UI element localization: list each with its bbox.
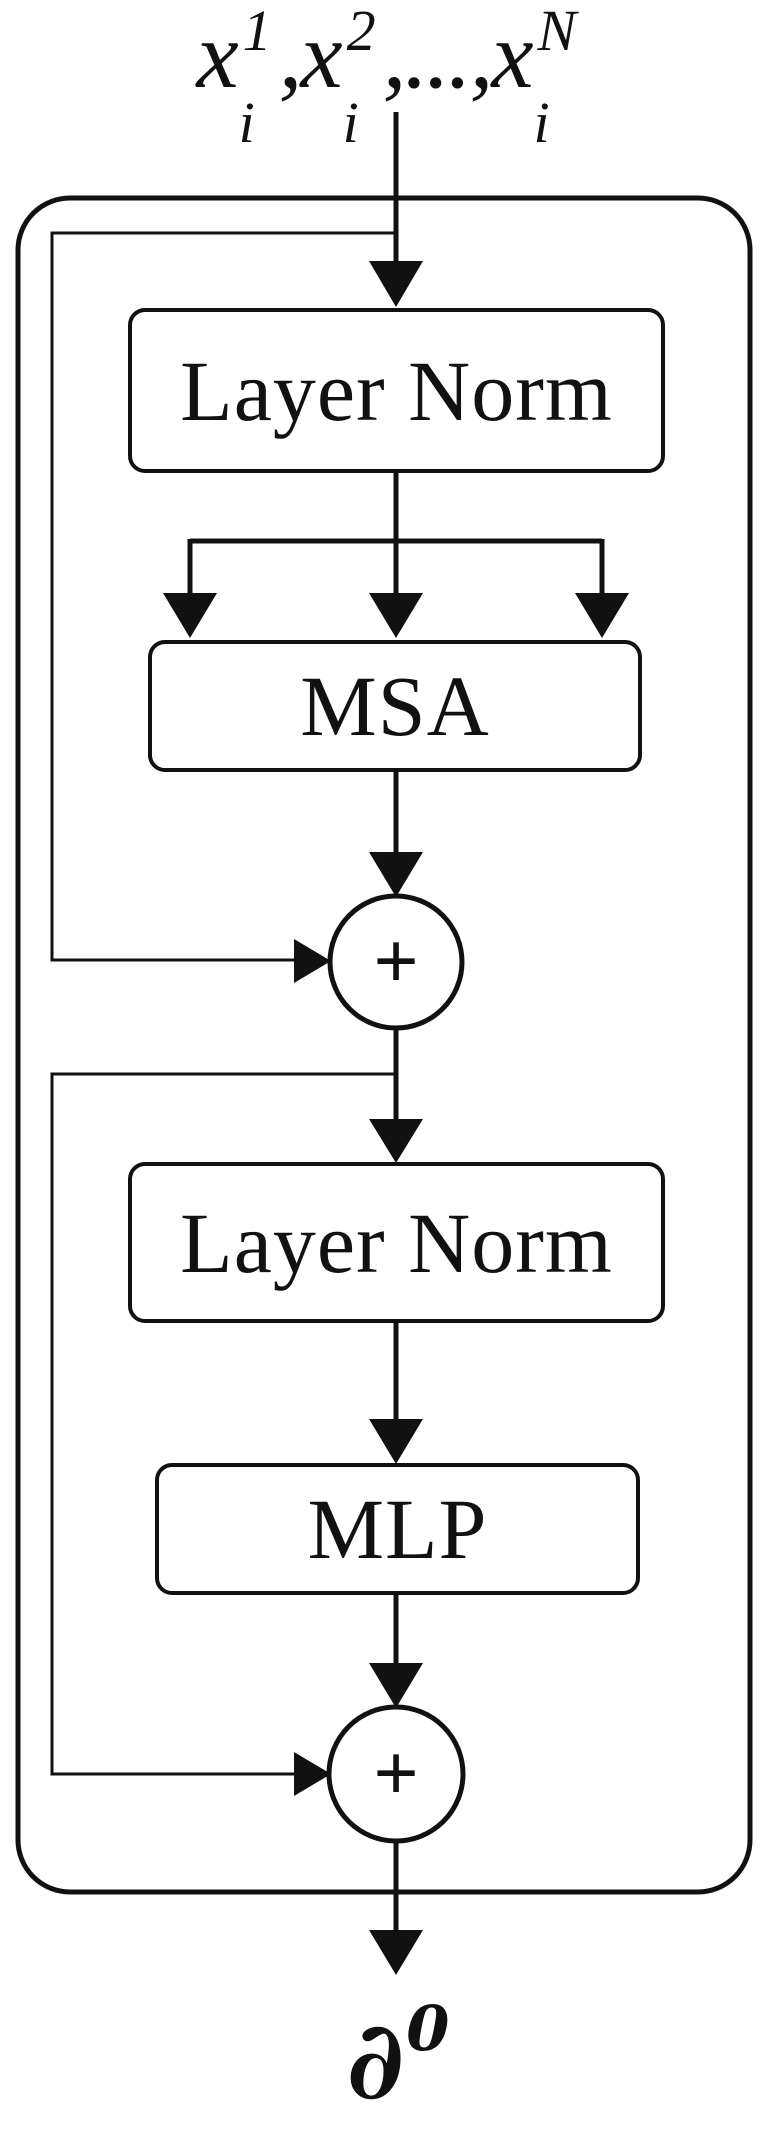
add-symbol-1: + — [373, 918, 419, 1006]
ln2-to-mlp-arrowhead-icon — [369, 1419, 423, 1464]
layer-norm-2-label: Layer Norm — [180, 1194, 613, 1291]
msa-right-arrowhead-icon — [575, 593, 629, 638]
msa-to-add1-arrowhead-icon — [369, 852, 423, 897]
input-term-1-superscript: 1 — [242, 0, 272, 63]
add1-to-ln2-arrowhead-icon — [369, 1119, 423, 1163]
output-superscript: 0 — [406, 1992, 450, 2065]
mlp-label: MLP — [307, 1481, 488, 1577]
msa-box: MSA — [148, 640, 642, 772]
input-term-3-base: x — [491, 2, 534, 108]
residual-connection-2-path — [50, 1072, 396, 1776]
input-arrowhead-icon — [369, 261, 423, 307]
input-term-2-base: x — [300, 2, 343, 108]
msa-left-arrowhead-icon — [163, 593, 217, 638]
residual-connection-1-path — [50, 231, 396, 962]
input-term-2-subscript: i — [342, 90, 359, 155]
input-term-1-base: x — [196, 2, 239, 108]
residual-2-arrowhead-icon — [294, 1752, 331, 1796]
residual-1-arrowhead-icon — [294, 939, 331, 983]
output-base-symbol: ∂ — [346, 1998, 405, 2124]
mlp-box: MLP — [155, 1463, 640, 1595]
mlp-to-add2-arrowhead-icon — [369, 1663, 423, 1708]
msa-label: MSA — [300, 658, 490, 754]
input-separator-1: , — [278, 2, 303, 108]
input-term-3-subscript: i — [533, 90, 550, 155]
input-term-2-superscript: 2 — [346, 0, 376, 63]
layer-norm-1-label: Layer Norm — [180, 342, 613, 439]
input-separator-ellipsis: ,..., — [382, 2, 494, 108]
layer-norm-2-box: Layer Norm — [128, 1162, 665, 1323]
add-symbol-2: + — [373, 1730, 419, 1818]
output-label: ∂0 — [346, 1992, 450, 2124]
layer-norm-1-box: Layer Norm — [128, 308, 665, 473]
input-term-1-subscript: i — [238, 90, 255, 155]
input-term-3-superscript: N — [537, 0, 577, 63]
msa-center-arrowhead-icon — [369, 593, 423, 638]
output-arrowhead-icon — [369, 1930, 423, 1975]
encoder-block-border — [15, 195, 753, 1895]
